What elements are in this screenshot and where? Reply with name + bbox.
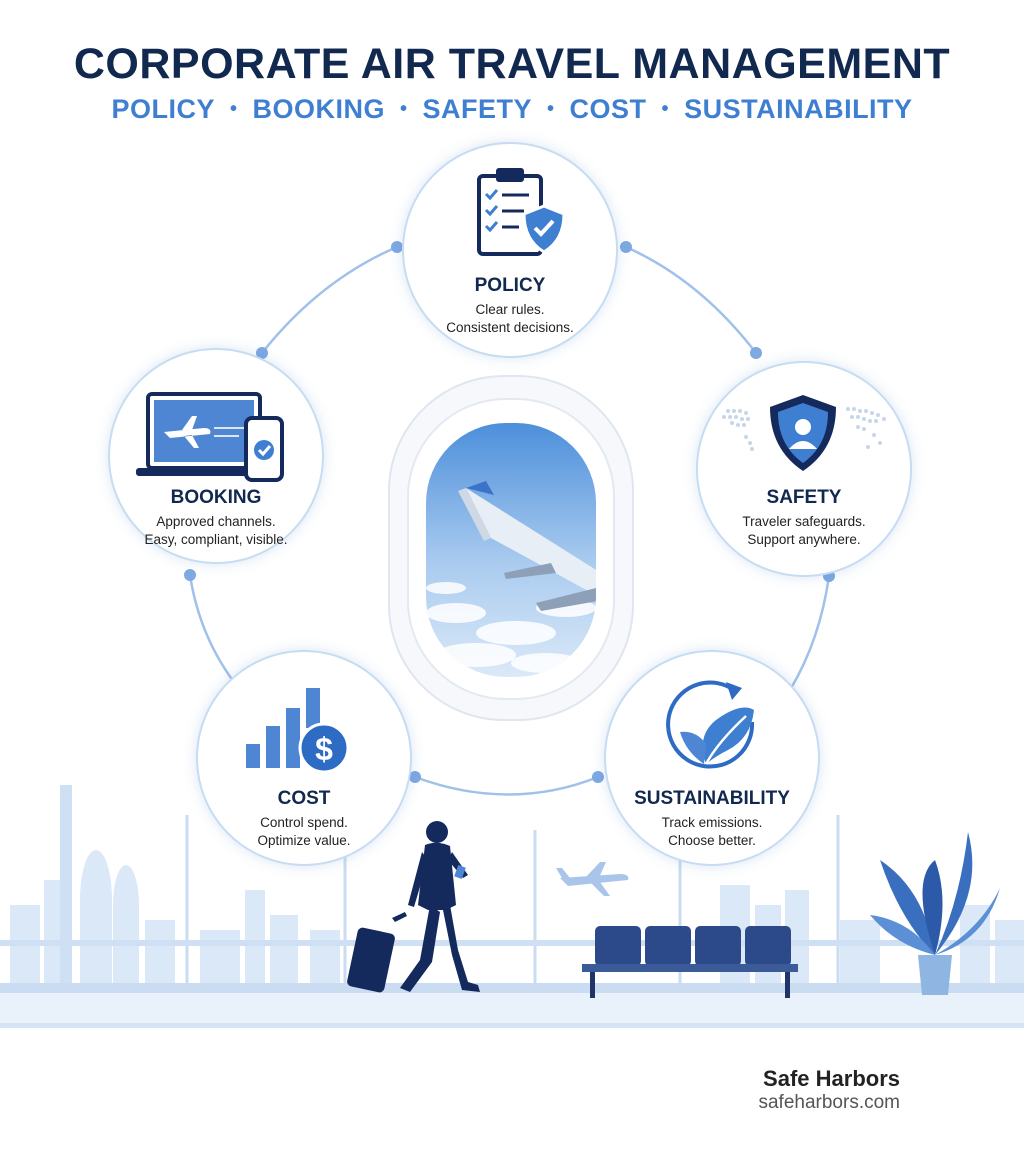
subtitle-item-sustainability: SUSTAINABILITY [684,94,913,124]
node-safety: SAFETY Traveler safeguards. Support anyw… [696,361,912,577]
bar-chart-dollar-icon: $ [246,688,350,772]
subtitle-item-safety: SAFETY [422,94,533,124]
cost-desc-2: Optimize value. [257,833,351,848]
page-title: CORPORATE AIR TRAVEL MANAGEMENT [73,40,951,88]
leaf-cycle-icon [666,680,755,769]
safety-desc-2: Support anywhere. [747,532,861,547]
cost-label: COST [277,788,331,809]
policy-label: POLICY [474,275,546,296]
svg-text:$: $ [315,731,333,767]
sustainability-desc-2: Choose better. [668,833,756,848]
laptop-phone-icon [136,392,284,482]
safety-desc-1: Traveler safeguards. [742,514,866,529]
booking-label: BOOKING [170,487,262,508]
node-booking: BOOKING Approved channels. Easy, complia… [108,348,324,564]
node-policy: POLICY Clear rules. Consistent decisions… [402,142,618,358]
brand-name: Safe Harbors [763,1066,900,1091]
policy-desc-1: Clear rules. [475,302,545,317]
brand-url: safeharbors.com [758,1092,900,1113]
cost-desc-1: Control spend. [260,815,348,830]
policy-desc-2: Consistent decisions. [446,320,574,335]
subtitle: POLICY•BOOKING•SAFETY•COST•SUSTAINABILIT… [111,94,913,124]
booking-desc-1: Approved channels. [156,514,276,529]
safety-label: SAFETY [766,487,842,508]
subtitle-item-policy: POLICY [111,94,215,124]
world-map-icon [722,395,886,471]
subtitle-item-booking: BOOKING [252,94,385,124]
sustainability-desc-1: Track emissions. [661,815,763,830]
node-cost: $ COST Control spend. Optimize value. [196,650,412,866]
clipboard-shield-icon [477,168,566,256]
sustainability-label: SUSTAINABILITY [634,788,790,809]
booking-desc-2: Easy, compliant, visible. [144,532,288,547]
subtitle-item-cost: COST [569,94,647,124]
brand-block: Safe Harbors safeharbors.com [758,1066,900,1114]
airplane-window [388,375,634,721]
node-sustainability: SUSTAINABILITY Track emissions. Choose b… [604,650,820,866]
